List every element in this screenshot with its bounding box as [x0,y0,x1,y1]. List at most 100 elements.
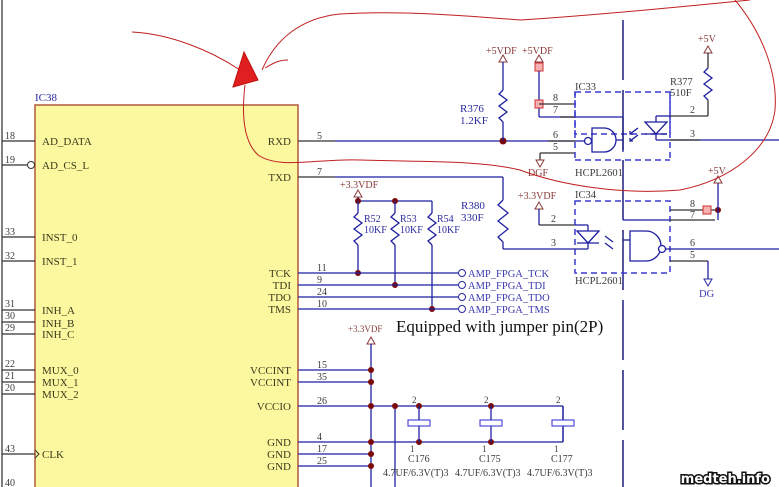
pin-number: 9 [317,275,322,286]
pin-number: 5 [690,250,695,261]
net-label-tms: AMP_FPGA_TMS [468,305,550,316]
capacitor-c177: 2 1 C177 4.7UF/6.3V(T)3 [527,395,593,479]
r377-value: 510F [670,88,692,99]
pin-number: 29 [5,323,15,334]
pin-number: 33 [5,227,15,238]
pin-number: 22 [5,359,15,370]
ic34-part: HCPL2601 [575,276,623,287]
pin-label: GND [267,437,291,449]
annotation-arrow-icon [232,50,259,88]
ic34-outline [574,200,671,274]
power-section: +3.3VDF 2 1 C176 4.7UF/6.3V(T)3 [298,324,593,487]
pin-number: 7 [553,105,558,116]
annotation-stroke [131,31,241,71]
pin-label: TCK [269,268,291,280]
pin-label: TXD [268,172,291,184]
r376-resistor [497,89,509,123]
annotation-stroke [264,59,289,69]
ic38-body [34,104,299,487]
pin-number: 1 [554,444,559,454]
c176-ref: C176 [408,454,430,465]
pin-number: 3 [690,129,695,140]
pin-number: 32 [5,251,15,262]
pin-number: 26 [317,396,327,407]
ic33: +5VDF R376 1.2KF +5VDF 8 7 6 5 DGF IC33 … [460,34,779,179]
pin-number: 35 [317,372,327,383]
ground-icon [535,159,545,169]
r380-ref: R380 [461,200,485,212]
pin-label: TMS [268,304,291,316]
pin-number: 19 [5,155,15,166]
power-arrow-icon [713,174,723,184]
ground-label: DGF [528,168,548,179]
net-port-icon [458,281,466,289]
net-label-tck: AMP_FPGA_TCK [468,269,550,280]
pin-label: GND [267,461,291,473]
ic33-part: HCPL2601 [575,168,623,179]
pin-label: INST_0 [42,232,78,244]
pin-number: 3 [551,238,556,249]
txd-net: R380 330F [298,176,575,250]
r377-resistor [702,67,714,101]
ic33-ref: IC33 [575,82,596,93]
photo-arrows-icon [604,235,614,250]
r53-value: 10KF [400,225,423,236]
annotation-loop [242,0,776,192]
capacitor-icon [479,419,503,427]
r52-resistor [352,212,364,246]
nand-gate-icon [623,219,670,262]
capacitor-icon [551,419,575,427]
pin-number: 2 [412,395,417,405]
pin-number: 6 [690,238,695,249]
power-label: +5VDF [486,46,517,57]
pin-number: 2 [551,214,556,225]
r377-ref: R377 [670,77,693,88]
jtag-nets: AMP_FPGA_TCK AMP_FPGA_TDI AMP_FPGA_TDO A… [298,269,550,316]
no-connect-icon [534,62,544,72]
inversion-bubble-icon [27,161,35,169]
pin-number: 43 [5,444,15,455]
ic34-ref: IC34 [575,190,597,201]
r54-resistor [426,212,438,246]
power-arrow-icon [534,200,544,210]
capacitor-icon [407,419,431,427]
pin-label: MUX_1 [42,377,79,389]
pin-number: 8 [553,93,558,104]
net-port-icon [458,293,466,301]
power-label: +3.3VDF [518,191,557,202]
pin-label: INH_A [42,305,75,317]
pin-label: INST_1 [42,256,77,268]
pin-label: INH_B [42,318,74,330]
r52-value: 10KF [364,225,387,236]
pin-number: 40 [5,478,15,487]
led-icon [575,224,601,250]
watermark: medteh.info [681,472,770,487]
r376-ref: R376 [460,103,484,115]
c177-value: 4.7UF/6.3V(T)3 [527,468,593,479]
pin-number: 7 [690,210,695,221]
r53-ref: R53 [400,214,417,225]
net-label-tdi: AMP_FPGA_TDI [468,281,546,292]
pin-label: MUX_2 [42,389,79,401]
photo-arrows-icon [629,127,639,142]
pin-number: 7 [317,167,322,178]
pin-label: TDO [268,292,291,304]
pin-number: 2 [556,395,561,405]
power-arrow-icon [353,188,363,198]
pin-number: 30 [5,311,15,322]
pin-label: VCCIO [257,401,291,413]
r54-ref: R54 [437,214,454,225]
pin-label: VCCINT [250,365,291,377]
jtag-power-label: +3.3VDF [340,180,379,191]
power-arrow-icon [366,335,376,345]
pin-label: TDI [273,280,292,292]
pin-label: INH_C [42,329,74,341]
pin-number: 6 [553,130,558,141]
r52-ref: R52 [364,214,381,225]
ic38-right-pins: RXD 5 TXD 7 TCK 11 TDI 9 TDO 24 TMS 10 V… [250,131,327,473]
power-label: +3.3VDF [348,324,382,334]
jtag-pullups: +3.3VDF R52 10KF R53 10KF R54 10KF [340,180,460,312]
ground-icon [703,278,713,288]
ic38-left-pins: 18 AD_DATA 19 AD_CS_L 33 INST_0 32 INST_… [2,131,92,487]
